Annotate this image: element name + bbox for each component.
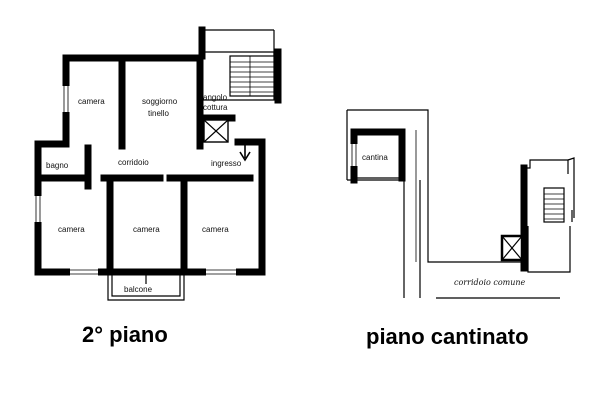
second-floor-plan: camera soggiorno tinello angolo cottura … bbox=[34, 26, 282, 347]
stairwell-basement bbox=[520, 157, 575, 273]
room-label-ingresso: ingresso bbox=[211, 159, 242, 168]
floor-title-basement: piano cantinato bbox=[366, 324, 529, 349]
room-label-camera-left: camera bbox=[58, 225, 85, 234]
room-label-angolo: angolo bbox=[203, 93, 228, 102]
floor-title-second: 2° piano bbox=[82, 322, 168, 347]
room-label-cantina: cantina bbox=[362, 153, 388, 162]
basement-plan: cantina corridoio comune piano cantinato bbox=[346, 109, 575, 349]
stairwell-top bbox=[198, 26, 282, 104]
room-label-cottura: cottura bbox=[203, 103, 228, 112]
room-label-camera-top: camera bbox=[78, 97, 105, 106]
room-label-camera-right: camera bbox=[202, 225, 229, 234]
room-label-bagno: bagno bbox=[46, 161, 69, 170]
room-label-corridoio: corridoio bbox=[118, 158, 149, 167]
room-label-soggiorno: soggiorno bbox=[142, 97, 178, 106]
lift-shaft-icon bbox=[203, 119, 229, 143]
cantina-room bbox=[350, 128, 406, 184]
room-label-balcone: balcone bbox=[124, 285, 153, 294]
entrance-arrow-icon bbox=[239, 140, 251, 162]
room-label-tinello: tinello bbox=[148, 109, 169, 118]
lift-shaft-basement-icon bbox=[500, 234, 524, 262]
room-label-camera-mid: camera bbox=[133, 225, 160, 234]
room-label-corridoio-comune: corridoio comune bbox=[454, 278, 526, 287]
balcony-outline bbox=[107, 272, 185, 301]
